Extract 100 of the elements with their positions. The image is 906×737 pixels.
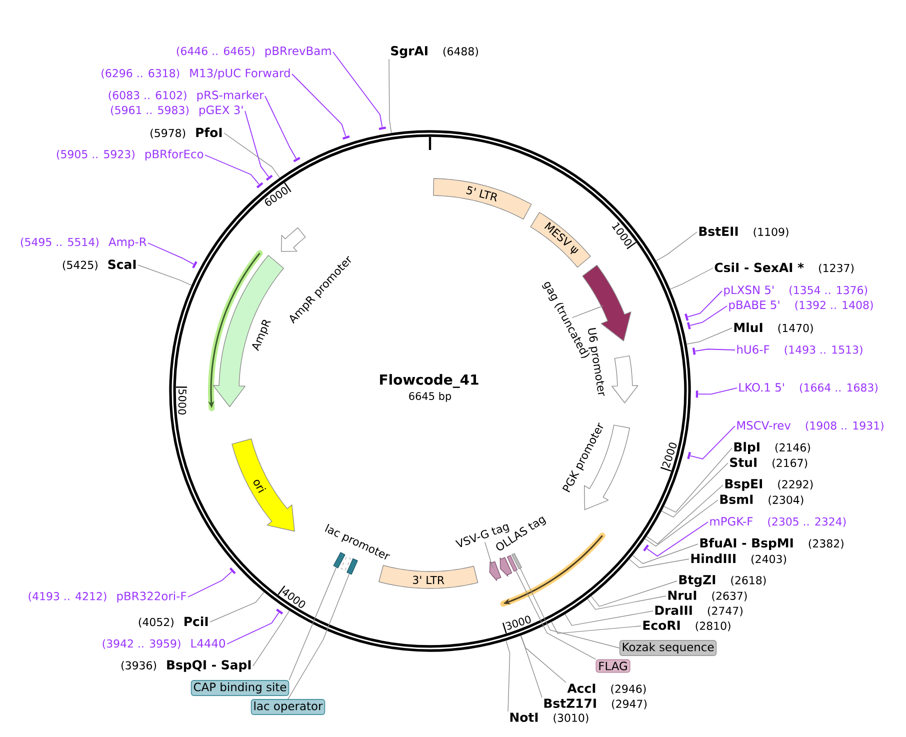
primer-mark [266, 174, 273, 181]
leader-line [244, 110, 269, 178]
feature-tag: FLAG [596, 659, 630, 673]
feature-box: 5' LTR [433, 178, 532, 220]
primer-label: hU6-F (1493 .. 1513) [737, 344, 862, 356]
primer-label: (6446 .. 6465) pBRrevBam [176, 46, 331, 58]
site-label: SgrAI (6488) [391, 46, 478, 58]
primer-mark [643, 544, 649, 552]
primer-label: pLXSN 5' (1354 .. 1376) [724, 286, 868, 296]
primer-mark [293, 156, 300, 162]
leader-line [572, 306, 604, 318]
leader-line [632, 544, 698, 564]
site-label: BsmI (2304) [720, 494, 804, 506]
feature-bar [506, 555, 518, 572]
site-label: NotI (3010) [510, 712, 588, 724]
primer-label: (4193 .. 4212) pBR322ori-F [28, 591, 186, 603]
primer-label: LKO.1 5' (1664 .. 1683) [739, 383, 878, 393]
leader-line [646, 522, 708, 557]
leader-line [520, 635, 566, 683]
leader-line [644, 500, 718, 547]
leader-line [686, 328, 732, 344]
site-label: BstZ17I (2947) [544, 698, 647, 710]
feature-tag: CAP binding site [190, 680, 290, 696]
leader-line [226, 612, 280, 644]
leader-line [520, 568, 620, 648]
site-label: EcoRI (2810) [643, 620, 730, 632]
leader-line [332, 52, 383, 128]
tick-label: 5000 [178, 389, 186, 414]
site-label: (3936) BspQI - SapI [122, 660, 251, 672]
primer-label: (3942 .. 3959) L4440 [102, 639, 226, 649]
site-label: StuI (2167) [730, 458, 808, 468]
primer-label: mPGK-F (2305 .. 2324) [710, 517, 846, 527]
site-label: DraIII (2747) [655, 606, 742, 616]
leader-line [690, 306, 728, 326]
site-label: BfuAI - BspMI (2382) [700, 538, 844, 550]
leader-line [388, 58, 392, 134]
leader-line [698, 388, 738, 395]
tick-label: 3000 [506, 616, 531, 630]
leader-line [148, 242, 194, 265]
primer-mark [378, 126, 386, 130]
leader-line [204, 154, 260, 185]
primer-mark [692, 348, 696, 355]
plasmid-name: Flowcode_41 [380, 374, 478, 388]
leader-line [288, 573, 350, 700]
leader-line [694, 348, 736, 352]
leader-line [628, 558, 690, 568]
leader-line [587, 596, 666, 610]
primer-mark [276, 608, 284, 614]
leader-line [506, 640, 510, 712]
leader-line [138, 264, 192, 286]
site-label: (5978) PfoI [150, 128, 222, 138]
primer-label: (5495 .. 5514) Amp-R [20, 238, 146, 248]
feature-block [489, 561, 502, 581]
primer-mark [192, 261, 198, 268]
leader-line [590, 580, 678, 607]
leader-line [670, 268, 714, 290]
leader-line [551, 621, 642, 634]
primer-label: (6083 .. 6102) pRS-marker [108, 90, 264, 102]
primer-mark [684, 314, 689, 321]
leader-line [292, 74, 346, 137]
primer-mark [696, 390, 698, 398]
site-label: (4052) PciI [138, 616, 208, 628]
primer-mark [342, 135, 350, 140]
site-label: BstEII (1109) [699, 226, 788, 238]
leader-line [564, 610, 654, 626]
leader-line [484, 542, 494, 568]
primer-mark [687, 452, 691, 460]
leader-line [664, 448, 732, 513]
feature-bar [511, 553, 522, 570]
primer-label: (5961 .. 5983) pGEX 3' [111, 106, 243, 116]
site-label: BtgZI (2618) [679, 575, 766, 587]
site-label: HindIII (2403) [691, 554, 786, 564]
feature-tag: Kozak sequence [619, 640, 717, 656]
leader-line [687, 290, 722, 318]
leader-line [516, 570, 596, 660]
primer-mark [256, 182, 264, 188]
leader-line [188, 571, 232, 598]
feature-tag: lac operator [250, 699, 326, 715]
leader-line [264, 96, 297, 159]
feature-bar [346, 558, 358, 575]
leader-line [520, 635, 542, 698]
feature-label: U6 promoter [588, 328, 605, 396]
leader-line [661, 462, 728, 518]
site-label: CsiI - SexAI * (1237) [714, 262, 854, 274]
site-label: BlpI (2146) [734, 442, 810, 454]
feature-block: ori [232, 438, 295, 532]
tick-label: 2000 [662, 442, 677, 468]
leader-line [646, 484, 724, 544]
site-label: MluI (1470) [734, 322, 813, 334]
leader-line [656, 232, 698, 262]
sequence-length: 6645 bp [409, 392, 452, 402]
primer-label: pBABE 5' (1392 .. 1408) [729, 300, 873, 312]
primer-mark [229, 567, 236, 574]
primer-label: (5905 .. 5923) pBRforEco [56, 149, 204, 161]
primer-label: (6296 .. 6318) M13/pUC Forward [102, 68, 290, 80]
leader-line [210, 592, 264, 622]
site-label: BspEI (2292) [725, 479, 813, 491]
feature-box: 3' LTR [378, 565, 478, 589]
leader-line [224, 132, 280, 178]
primer-label: MSCV-rev (1908 .. 1931) [737, 421, 884, 431]
